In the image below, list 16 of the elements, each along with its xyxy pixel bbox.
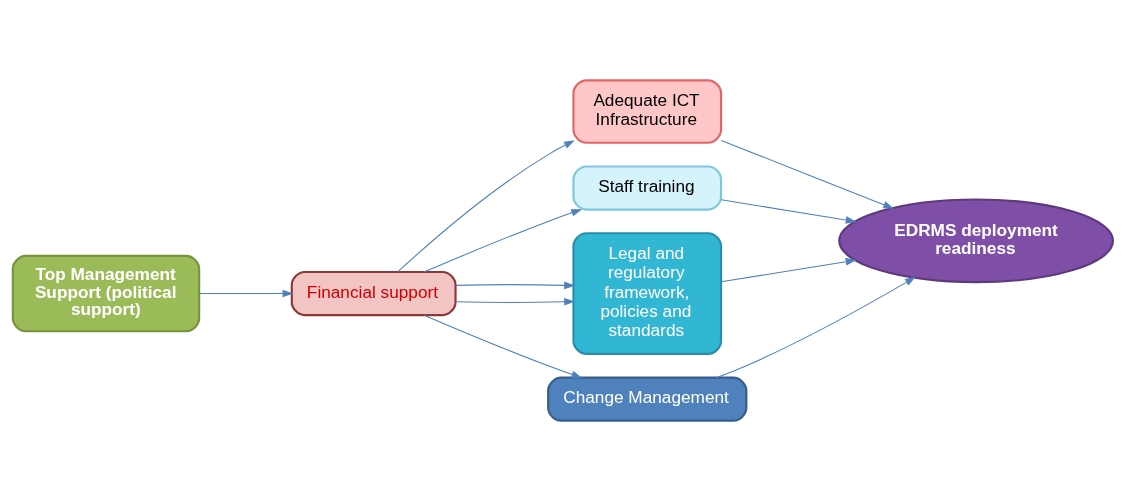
arrow: [455, 298, 575, 306]
arrow: [720, 257, 857, 283]
node-box: Adequate ICT Infrastructure: [572, 79, 723, 144]
arrow: [423, 209, 583, 273]
arrow: [397, 140, 575, 273]
node-box: Staff training: [572, 165, 723, 211]
arrow: [198, 289, 294, 298]
arrow: [455, 281, 575, 290]
node-box: Change Management: [547, 376, 748, 422]
arrow: [720, 199, 857, 224]
arrow: [716, 276, 916, 378]
node-box: Financial support: [290, 270, 457, 317]
node-box: Legal and regulatory framework, policies and standards: [572, 232, 723, 355]
node-box: Top Management Support (political support): [11, 254, 201, 333]
arrow: [423, 314, 583, 379]
arrow: [720, 139, 895, 209]
